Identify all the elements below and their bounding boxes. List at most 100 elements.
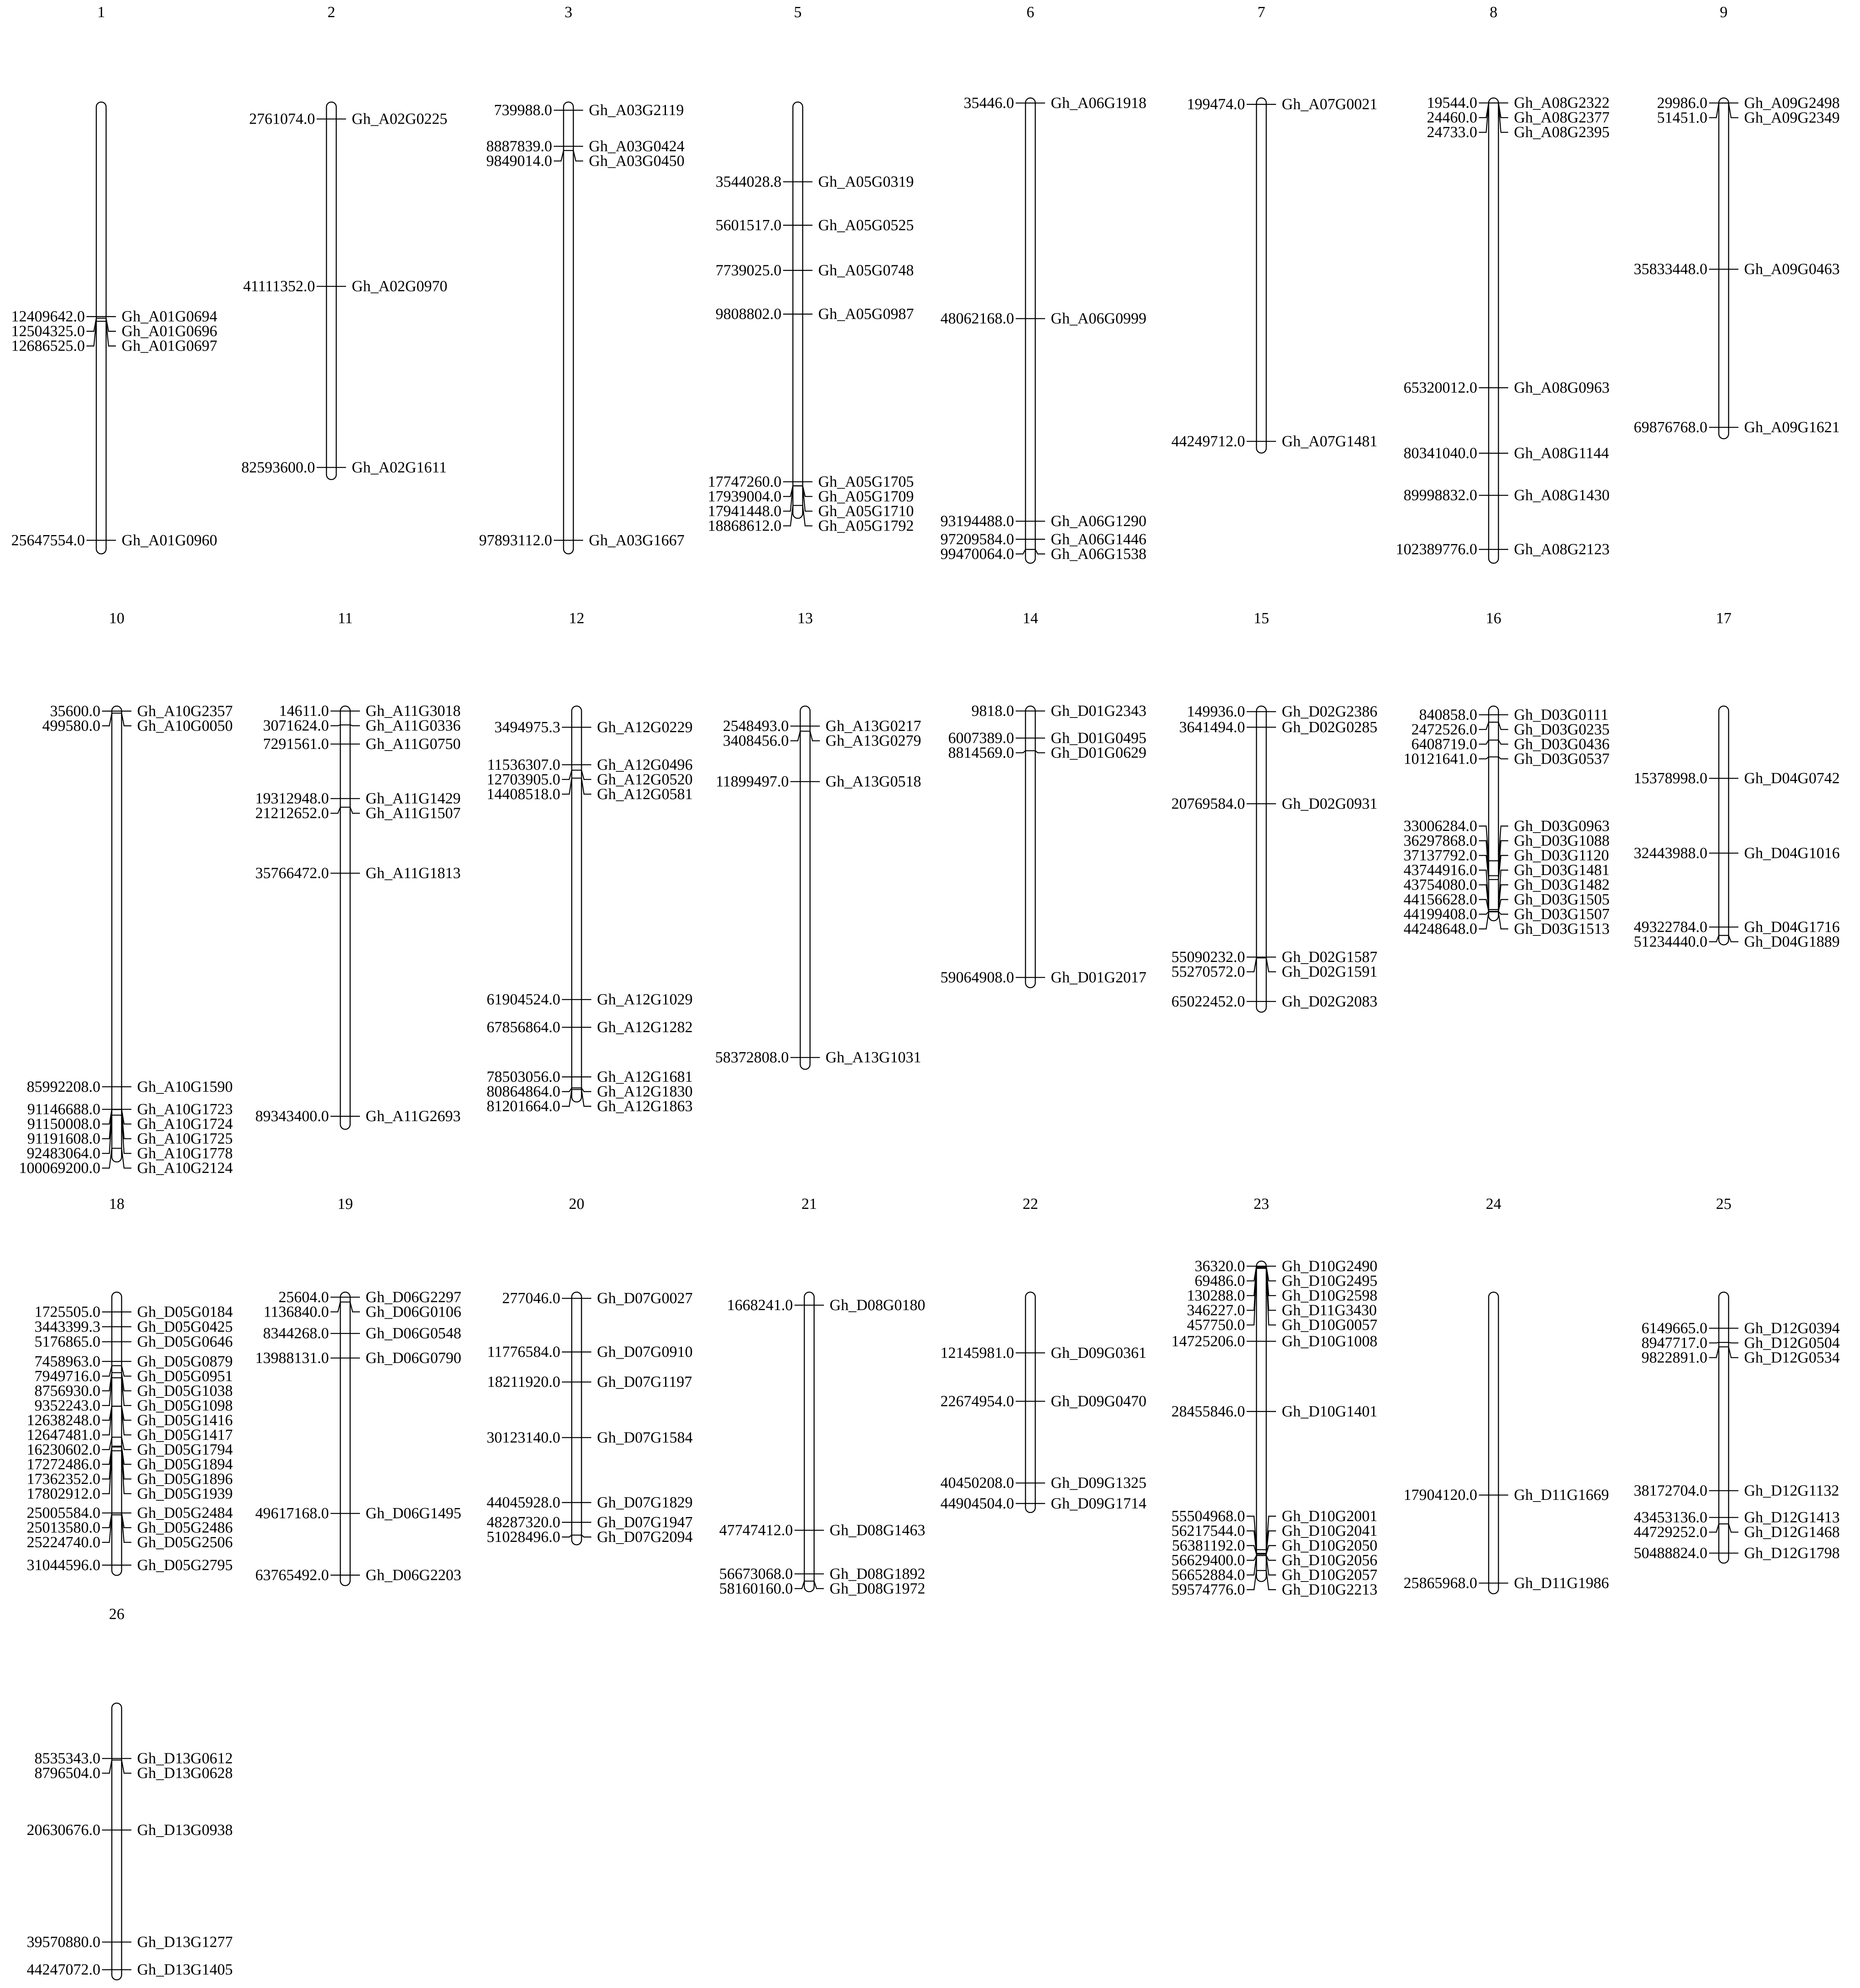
gene-connector-right <box>1728 1346 1738 1358</box>
gene-name: Gh_A05G0748 <box>818 262 914 279</box>
gene-connector-left <box>562 1535 572 1538</box>
gene-name: Gh_A06G0999 <box>1051 310 1146 327</box>
gene-name: Gh_D12G1132 <box>1744 1482 1839 1499</box>
gene-position: 12145981.0 <box>941 1344 1014 1362</box>
gene-name: Gh_D05G0879 <box>137 1353 233 1370</box>
gene-connector-left <box>102 1450 113 1495</box>
gene-position: 17941448.0 <box>708 502 782 520</box>
gene-connector-left <box>102 1365 113 1377</box>
chromosome-number: 17 <box>1716 610 1731 627</box>
gene-connector-left <box>790 731 801 742</box>
gene-position: 97893112.0 <box>479 532 552 549</box>
gene-position: 19544.0 <box>1427 94 1478 111</box>
gene-name: Gh_A06G1290 <box>1051 513 1146 530</box>
chromosome-bar <box>1025 705 1036 988</box>
gene-position: 49617168.0 <box>255 1505 329 1522</box>
gene-position: 11536307.0 <box>487 756 560 773</box>
gene-position: 3494975.3 <box>495 719 561 736</box>
chromosome-number: 7 <box>1258 4 1265 21</box>
gene-connector-right <box>1035 750 1045 753</box>
gene-name: Gh_A10G2124 <box>137 1159 233 1177</box>
gene-position: 56217544.0 <box>1172 1522 1245 1539</box>
gene-connector-right <box>121 713 131 726</box>
gene-position: 346227.0 <box>1187 1302 1245 1319</box>
gene-name: Gh_A08G1430 <box>1514 487 1609 504</box>
gene-name: Gh_A09G0463 <box>1744 261 1840 278</box>
gene-position: 6149665.0 <box>1642 1319 1708 1337</box>
gene-connector-left <box>102 1406 113 1436</box>
gene-position: 82593600.0 <box>242 459 315 476</box>
gene-position: 43744916.0 <box>1404 862 1478 879</box>
chromosome-bar <box>1718 97 1729 440</box>
gene-name: Gh_A12G0520 <box>597 771 693 788</box>
gene-position: 2472526.0 <box>1412 721 1478 738</box>
gene-position: 840858.0 <box>1419 706 1478 723</box>
gene-position: 8814569.0 <box>948 744 1014 761</box>
gene-position: 49322784.0 <box>1634 918 1708 935</box>
gene-position: 44247072.0 <box>27 1961 101 1978</box>
chromosome-number: 25 <box>1716 1195 1731 1213</box>
gene-name: Gh_A11G3018 <box>366 702 461 720</box>
gene-name: Gh_A13G0279 <box>826 732 921 749</box>
chromosome-bar <box>1718 1291 1729 1564</box>
gene-position: 33006284.0 <box>1404 817 1478 835</box>
gene-connector-left <box>1709 1524 1720 1533</box>
gene-position: 36297868.0 <box>1404 832 1478 849</box>
gene-position: 51451.0 <box>1657 109 1708 126</box>
chromosome-bar <box>792 101 803 519</box>
gene-name: Gh_A05G1709 <box>818 488 914 505</box>
gene-name: Gh_A05G1710 <box>818 502 914 520</box>
gene-name: Gh_D05G2506 <box>137 1534 233 1551</box>
gene-name: Gh_A10G1778 <box>137 1145 233 1162</box>
gene-connector-right <box>349 807 360 814</box>
gene-connector-left <box>102 1377 113 1406</box>
gene-position: 43453136.0 <box>1634 1509 1708 1526</box>
gene-position: 80864864.0 <box>487 1083 561 1100</box>
chromosome-number: 13 <box>797 610 813 627</box>
gene-name: Gh_A07G0021 <box>1282 96 1377 113</box>
chromosome-number: 1 <box>98 4 105 21</box>
gene-connector-left <box>102 1115 113 1154</box>
gene-name: Gh_D05G2795 <box>137 1557 233 1574</box>
gene-connector-left <box>1247 1570 1257 1590</box>
gene-connector-right <box>1265 1515 1276 1550</box>
gene-name: Gh_D05G1098 <box>137 1397 233 1414</box>
gene-name: Gh_D05G2484 <box>137 1504 233 1522</box>
gene-name: Gh_D10G0057 <box>1282 1316 1377 1333</box>
gene-connector-left <box>795 1581 805 1589</box>
gene-position: 44156628.0 <box>1404 891 1478 908</box>
gene-position: 56673068.0 <box>719 1565 793 1582</box>
gene-name: Gh_D05G1417 <box>137 1426 233 1444</box>
gene-position: 25005584.0 <box>27 1504 101 1522</box>
gene-position: 99470064.0 <box>941 545 1014 562</box>
gene-connector-right <box>802 486 812 512</box>
gene-name: Gh_D02G0931 <box>1282 795 1377 812</box>
